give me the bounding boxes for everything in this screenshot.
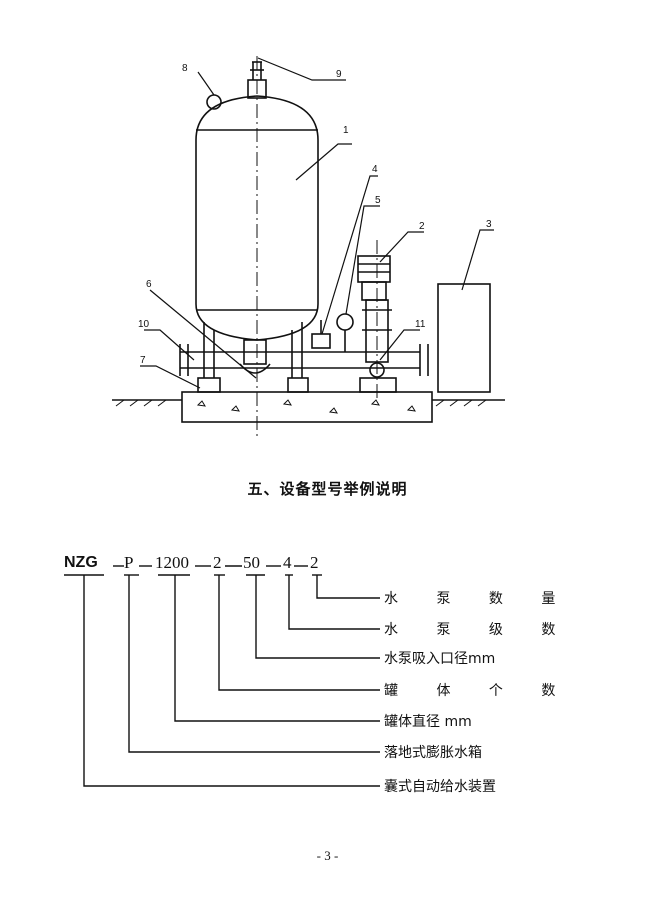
legend-device-type: 囊式自动给水装置	[384, 779, 496, 795]
legend-tank-count: 罐 体 个 数	[384, 683, 573, 699]
section-title: 五、设备型号举例说明	[247, 480, 408, 498]
legend-pump-inlet: 水泵吸入口径mm	[384, 651, 496, 667]
code-tank-type: P	[124, 553, 134, 572]
code-tank-diameter: 1200	[155, 553, 189, 572]
code-pump-inlet: 50	[243, 553, 260, 572]
callout-7: 7	[140, 355, 146, 366]
callout-3: 3	[486, 219, 492, 230]
code-series: NZG	[64, 554, 98, 571]
callout-5: 5	[375, 195, 381, 206]
callout-8: 8	[182, 63, 188, 74]
legend-tank-diameter: 罐体直径 mm	[384, 714, 472, 730]
legend-pump-stages: 水 泵 级 数	[384, 622, 573, 638]
legend-tank-type: 落地式膨胀水箱	[384, 745, 482, 761]
callout-9: 9	[336, 69, 342, 80]
code-pump-stages: 4	[283, 553, 292, 572]
callout-6: 6	[146, 279, 152, 290]
code-tank-count: 2	[213, 553, 222, 572]
callout-11: 11	[415, 319, 426, 330]
page-number: - 3 -	[316, 848, 339, 863]
callout-10: 10	[138, 319, 150, 330]
callout-2: 2	[419, 221, 425, 232]
callout-1: 1	[343, 125, 349, 136]
legend-pump-count: 水 泵 数 量	[384, 591, 573, 607]
code-pump-count: 2	[310, 553, 319, 572]
callout-4: 4	[372, 164, 378, 175]
